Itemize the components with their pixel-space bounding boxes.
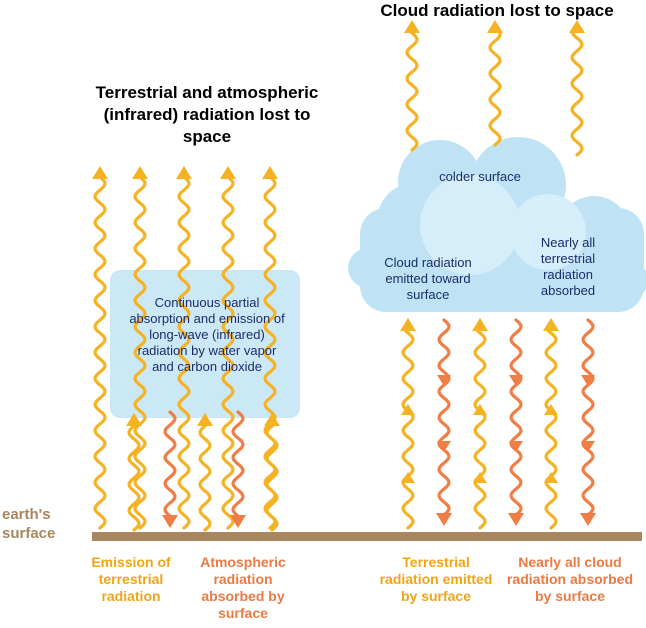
terrestrial-up-head (473, 404, 487, 415)
cloud-down-head (581, 441, 595, 452)
cloud-down-head (509, 375, 523, 386)
terrestrial-to-space-arrow (132, 166, 148, 530)
emission-arrow (126, 413, 142, 532)
terrestrial-up-head (544, 404, 558, 415)
cloud-down-head (581, 375, 595, 386)
emission-caption: Emission of terrestrial radiation (91, 554, 171, 604)
atmospheric-down-arrow (162, 410, 178, 528)
atmosphere-box (110, 270, 300, 418)
terrestrial-up-head (401, 404, 415, 415)
terrestrial-to-space-arrow (220, 166, 236, 530)
earths-surface-label: earth's surface (2, 506, 56, 542)
terrestrial-up-arrow (543, 318, 559, 530)
terrestrial-to-space-arrow (176, 166, 192, 530)
cloud-radiation-heading: Cloud radiation lost to space (380, 1, 614, 20)
emission-arrow (197, 413, 213, 532)
cloud-down-arrow (436, 318, 452, 526)
atmospheric-down-arrow (230, 410, 246, 528)
cloud-down-head (509, 441, 523, 452)
terrestrial-heading: Terrestrial and atmospheric (infrared) r… (95, 83, 319, 146)
ground-line (92, 532, 642, 541)
cloud-down-arrow (580, 318, 596, 526)
atmospheric-absorbed-caption: Atmospheric radiation absorbed by surfac… (200, 554, 286, 621)
cloud-left-label: Cloud radiation emitted toward surface (384, 255, 472, 302)
cloud-top-label: colder surface (439, 169, 521, 184)
cloud-to-space-arrow (487, 20, 503, 147)
cloud-absorbed-caption: Nearly all cloud radiation absorbed by s… (506, 554, 634, 604)
terrestrial-up-arrow (472, 318, 488, 530)
cloud-down-arrow (508, 318, 524, 526)
terrestrial-up-head (544, 472, 558, 483)
terrestrial-up-head (473, 472, 487, 483)
terrestrial-up-head (401, 472, 415, 483)
cloud-to-space-arrow (569, 20, 585, 157)
terrestrial-up-arrow (400, 318, 416, 530)
terrestrial-to-space-arrow (92, 166, 108, 530)
emission-arrow (264, 413, 280, 532)
cloud-inner (420, 175, 586, 275)
cloud-to-space-arrow (404, 20, 420, 152)
atmosphere-box-text: Continuous partial absorption and emissi… (129, 295, 285, 374)
terrestrial-emitted-caption: Terrestrial radiation emitted by surface (379, 554, 493, 604)
cloud-down-head (437, 375, 451, 386)
cloud-right-label: Nearly all terrestrial radiation absorbe… (540, 235, 596, 298)
cloud-down-head (437, 441, 451, 452)
arrows-layer (92, 20, 596, 532)
